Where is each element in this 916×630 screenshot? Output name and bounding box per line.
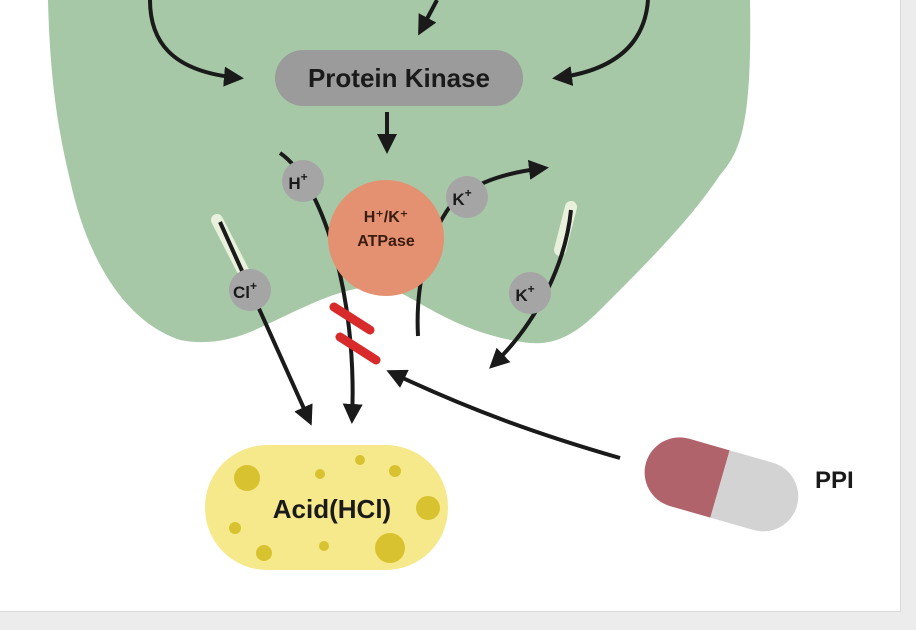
ion-k-upper-charge: + xyxy=(465,186,472,200)
svg-text:H+: H+ xyxy=(288,170,307,193)
svg-text:K+: K+ xyxy=(452,186,471,209)
ion-cl: Cl+ xyxy=(229,269,271,311)
svg-text:K+: K+ xyxy=(515,282,534,305)
ion-cl-charge: + xyxy=(250,279,257,293)
ppi-capsule xyxy=(644,437,799,532)
cl-flow-arrow xyxy=(218,221,313,426)
ion-h: H+ xyxy=(282,160,324,202)
ion-h-charge: + xyxy=(301,170,308,184)
ion-k-lower: K+ xyxy=(509,272,551,314)
ion-k-upper: K+ xyxy=(446,176,488,218)
signal-arrow-right xyxy=(552,0,650,86)
signal-arrow-center xyxy=(418,0,439,36)
acid-secretion-diagram: Protein Kinase H⁺/K⁺ ATPase H+ K+ K+ Cl+ xyxy=(48,0,854,570)
acid-label: Acid(HCl) xyxy=(273,494,391,524)
atpase-label-line1: H⁺/K⁺ xyxy=(364,209,408,226)
protein-kinase-label: Protein Kinase xyxy=(308,63,490,93)
diagram-frame: Protein Kinase H⁺/K⁺ ATPase H+ K+ K+ Cl+ xyxy=(0,0,901,612)
acid-hcl: Acid(HCl) xyxy=(205,445,448,570)
ion-k-upper-symbol: K xyxy=(452,190,465,209)
inhibition-block-mark xyxy=(329,302,381,365)
atpase-label-line2: ATPase xyxy=(357,233,415,250)
h-k-atpase: H⁺/K⁺ ATPase xyxy=(328,180,444,296)
signal-arrow-left xyxy=(148,0,244,87)
ion-k-lower-symbol: K xyxy=(515,286,528,305)
ion-cl-symbol: Cl xyxy=(233,283,250,302)
protein-kinase: Protein Kinase xyxy=(275,50,523,106)
ppi-inhibition-arrow xyxy=(386,369,621,460)
svg-text:Cl+: Cl+ xyxy=(233,279,257,302)
ppi-label: PPI xyxy=(815,467,854,494)
ion-h-symbol: H xyxy=(288,174,300,193)
ion-k-lower-charge: + xyxy=(528,282,535,296)
